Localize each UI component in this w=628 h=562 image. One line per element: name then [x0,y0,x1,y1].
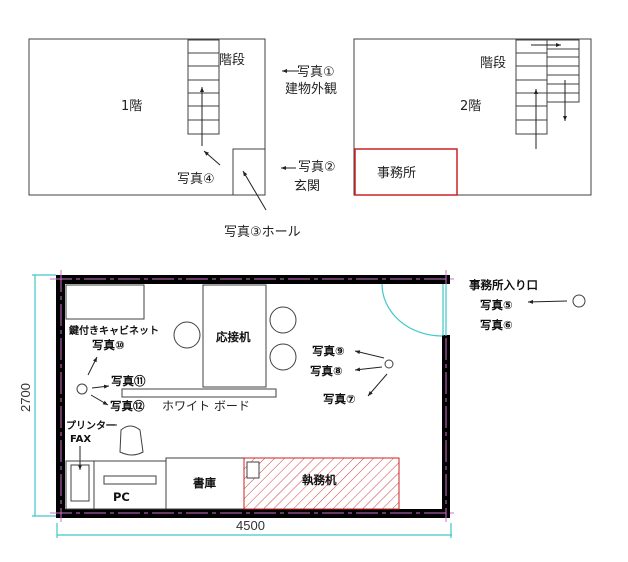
photo6-label: 写真⑥ [480,318,513,332]
floor2-stairs-label: 階段 [480,56,506,71]
photo9-arrow-icon [354,350,385,359]
photo7-arrow-icon [367,373,388,397]
floor2-outline [353,38,592,196]
locked-cabinet [65,284,145,320]
photo11-arrow-icon [91,384,110,389]
photo5-label: 写真⑤ [480,298,513,312]
chair-icon [269,343,297,371]
floor1-label: 1階 [121,99,142,114]
photo12-arrow-icon [90,394,109,406]
height-dimension-label: 2700 [18,383,33,412]
whiteboard-label: ホワイト ボード [162,399,250,413]
viewpoint-outside-icon [572,294,586,308]
floor2-office-label: 事務所 [377,166,416,181]
exterior-photo-labels: 写真① 建物外観 写真② 玄関 写真③ホール [224,65,337,240]
fax-label: FAX [70,434,91,445]
whiteboard [121,388,277,398]
photo8-arrow-icon [354,366,383,372]
floor1-stairs-label: 階段 [219,53,245,68]
photo10-label: 写真⑩ [92,338,125,352]
work-desk-label: 執務机 [302,473,337,487]
photo1-caption: 建物外観 [285,82,337,97]
pc-monitor-icon [103,475,157,485]
photo12-label: 写真⑫ [110,399,145,413]
entrance-hall [232,148,266,196]
photo1-label: 写真① [297,65,335,80]
pc-desk [93,460,167,510]
chair-icon [269,306,297,334]
office-chair-icon [119,425,144,456]
viewpoint-left-icon [76,383,88,395]
floor2-stairs [515,39,580,149]
work-desk [243,457,400,510]
printer-label: プリンター [66,419,116,432]
photo2-label: 写真② [298,160,336,175]
photo3-arrow-icon [242,170,267,211]
chair-icon [173,321,201,349]
floor2-label: 2階 [460,99,481,114]
wall-bottom [56,509,450,518]
wall-left [56,275,65,518]
reception-table-label: 応接机 [216,330,251,344]
bookshelf-label: 書庫 [193,476,216,490]
wall-top [56,275,450,284]
pc-label: PC [113,490,130,504]
floor2-plan: 事務所 2階 階段 [353,38,592,196]
photo4-label: 写真④ [177,172,215,187]
entrance-door[interactable] [381,283,447,337]
phone-icon [246,461,260,479]
dimension-height: 2700 [18,274,56,517]
photo7-label: 写真⑦ [323,392,356,406]
office-detail-plan: 鍵付きキャビネット 写真⑩ 写真⑪ 写真⑫ 応接机 ホワイト ボード 写真⑨ 写… [18,270,586,538]
entrance-label: 事務所入り口 [469,278,538,292]
floor1-stairs [187,39,220,146]
photo5-arrow-icon [527,299,568,304]
photo10-arrow-icon [87,356,98,376]
photo9-label: 写真⑨ [312,344,345,358]
photo11-label: 写真⑪ [111,374,146,388]
printer-icon [70,464,90,502]
floor1-plan: 階段 1階 写真④ [28,38,267,211]
photo3-label: 写真③ホール [224,225,301,240]
photo8-label: 写真⑧ [310,364,343,378]
floor2-office-highlight [354,148,458,196]
width-dimension-label: 4500 [236,518,265,533]
photo2-caption: 玄関 [294,179,320,194]
floor1-outline [28,38,266,196]
reception-table [202,284,267,388]
cabinet-label: 鍵付きキャビネット [69,324,159,337]
photo4-arrow-icon [203,150,221,166]
viewpoint-center-icon [384,359,394,369]
dimension-width: 4500 [56,518,452,538]
